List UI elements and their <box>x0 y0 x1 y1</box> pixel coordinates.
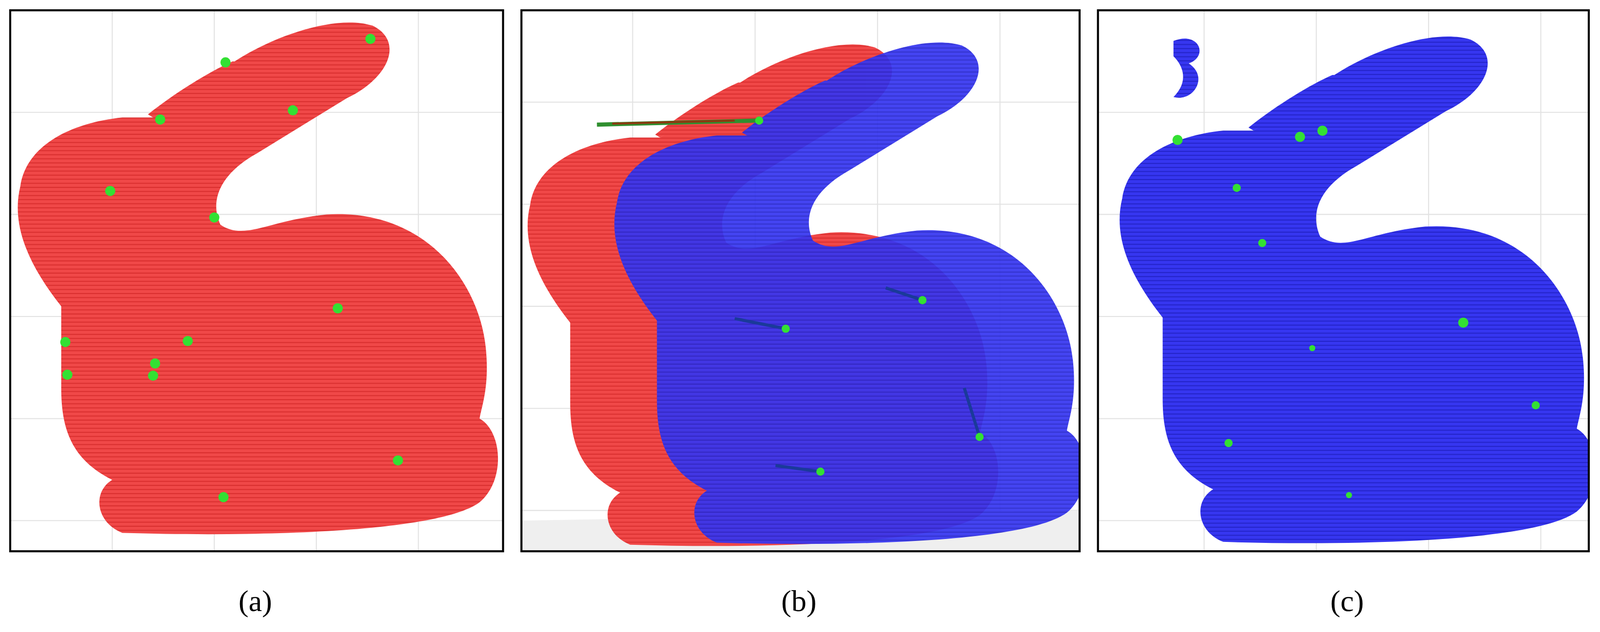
keypoints <box>1172 125 1541 498</box>
aligned-cloud <box>1119 36 1589 544</box>
panel-frame <box>10 10 1589 552</box>
target-cloud <box>614 42 1080 544</box>
panel-label: (b) <box>781 584 817 618</box>
source-cloud <box>17 22 498 534</box>
panel-label: (c) <box>1330 584 1364 618</box>
correspondence-line <box>612 120 736 124</box>
correspondence-line <box>596 120 759 125</box>
panel-label: (a) <box>238 584 273 618</box>
correspondence-lines <box>734 287 980 472</box>
ear-fragment <box>1173 38 1200 98</box>
keypoints <box>60 33 404 502</box>
keypoints <box>754 116 984 476</box>
